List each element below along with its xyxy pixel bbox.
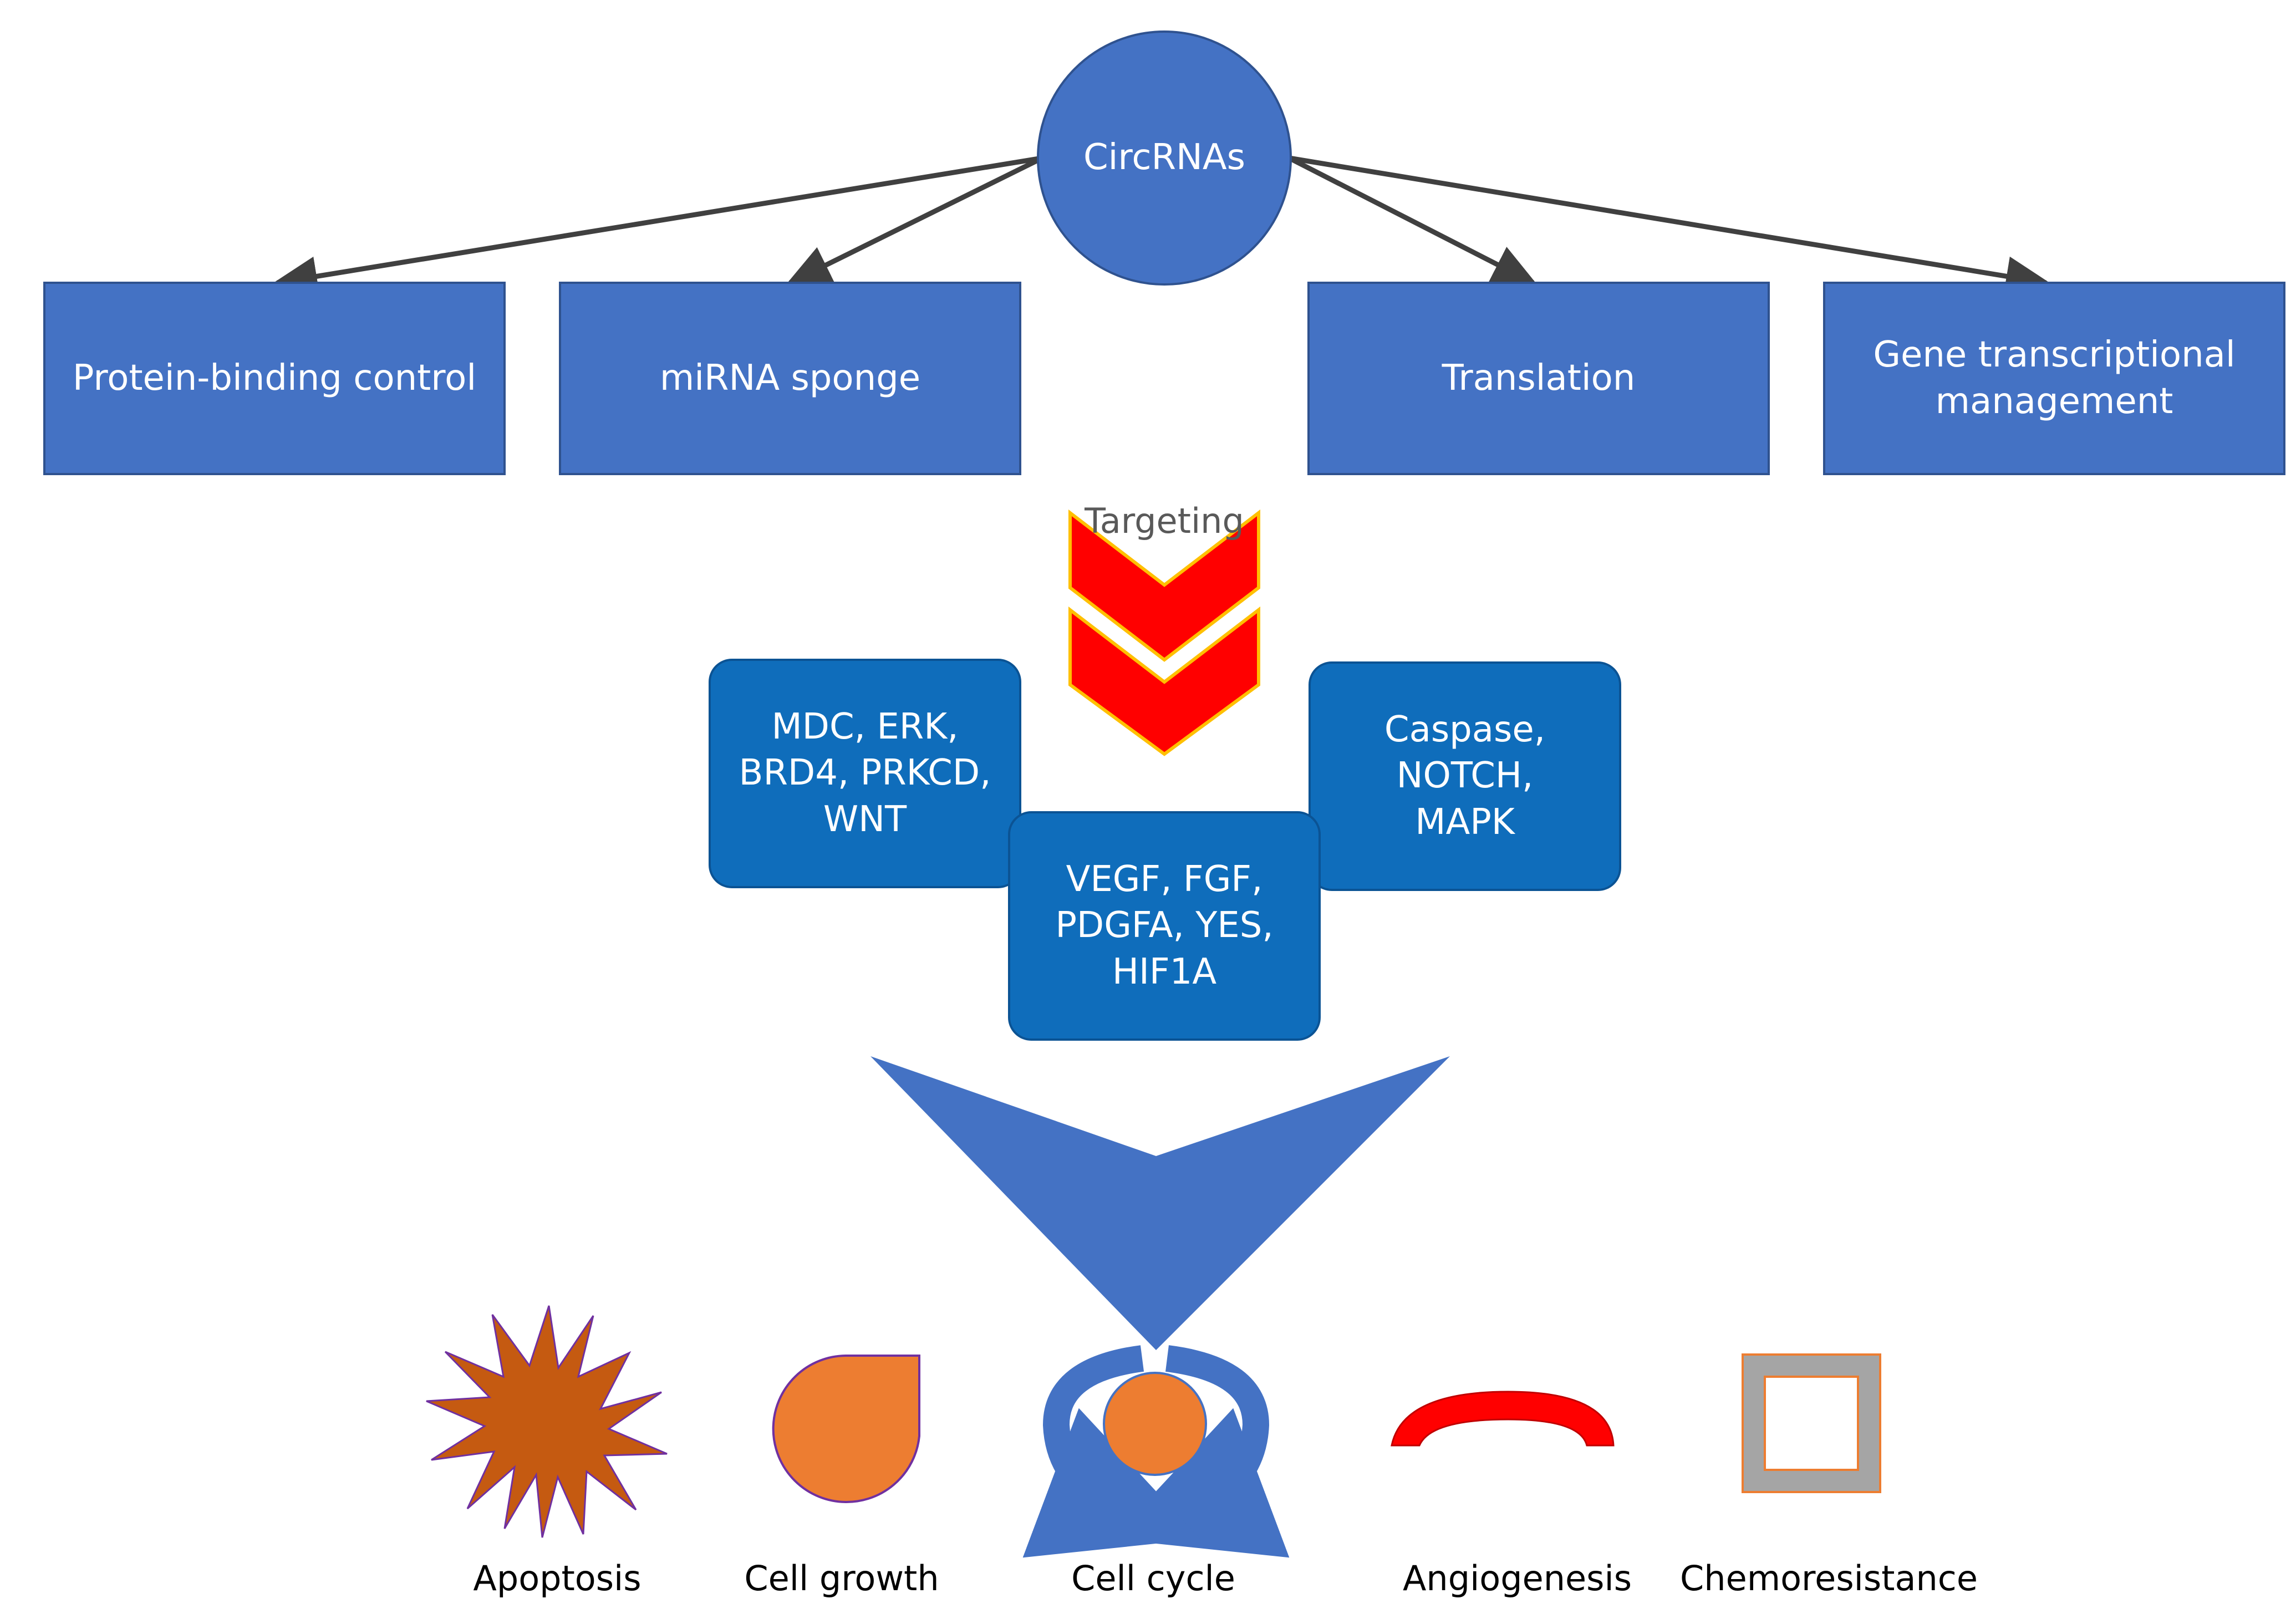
target-label-center: VEGF, FGF, PDGFA, YES, HIF1A xyxy=(1055,859,1274,992)
starburst-icon xyxy=(426,1305,668,1538)
mechanism-label-mirna-sponge: miRNA sponge xyxy=(659,357,921,399)
outcome-label-cell-growth: Cell growth xyxy=(744,1558,939,1598)
box-protein-binding xyxy=(43,282,506,475)
chevron-upper xyxy=(1068,509,1260,662)
outcome-label-apoptosis: Apoptosis xyxy=(473,1558,642,1598)
target-label-right: Caspase, NOTCH, MAPK xyxy=(1384,709,1546,843)
target-label-left: MDC, ERK, BRD4, PRKCD, WNT xyxy=(739,706,991,840)
arrow-to-translation xyxy=(1287,155,1538,286)
arrow-to-protein-binding xyxy=(272,155,1043,296)
teardrop-icon xyxy=(772,1355,920,1503)
target-box-right xyxy=(1309,661,1621,891)
outcome-chevron xyxy=(870,1056,1450,1350)
mechanism-label-translation: Translation xyxy=(1442,357,1636,399)
circrnas-label: CircRNAs xyxy=(1083,137,1246,179)
arrow-to-gene-transcription xyxy=(1289,155,2051,296)
frame-icon xyxy=(1742,1353,1881,1493)
outcome-label-angiogenesis: Angiogenesis xyxy=(1403,1558,1632,1598)
circrnas-node xyxy=(1037,30,1292,286)
outcome-label-chemoresistance: Chemoresistance xyxy=(1680,1558,1978,1598)
arc-icon xyxy=(1391,1391,1615,1447)
box-mirna-sponge xyxy=(559,282,1021,475)
cycle-arc-right xyxy=(1112,1345,1290,1558)
mechanism-label-gene-transcription: Gene transcriptional management xyxy=(1873,334,2236,422)
targeting-label: Targeting xyxy=(1085,500,1244,541)
target-box-left xyxy=(709,659,1021,888)
cycle-icon xyxy=(1022,1345,1290,1558)
outcome-label-cell-cycle: Cell cycle xyxy=(1071,1558,1235,1598)
cycle-arc-left xyxy=(1022,1345,1200,1558)
targeting-chevron xyxy=(1068,509,1260,756)
cycle-core xyxy=(1103,1372,1207,1476)
arrow-to-mirna-sponge xyxy=(785,155,1043,286)
box-translation xyxy=(1307,282,1770,475)
box-gene-transcription xyxy=(1823,282,2285,475)
mechanism-label-protein-binding: Protein-binding control xyxy=(72,357,477,399)
target-box-center xyxy=(1008,811,1321,1041)
chevron-lower xyxy=(1068,606,1260,756)
connector-arrows xyxy=(272,155,2051,296)
